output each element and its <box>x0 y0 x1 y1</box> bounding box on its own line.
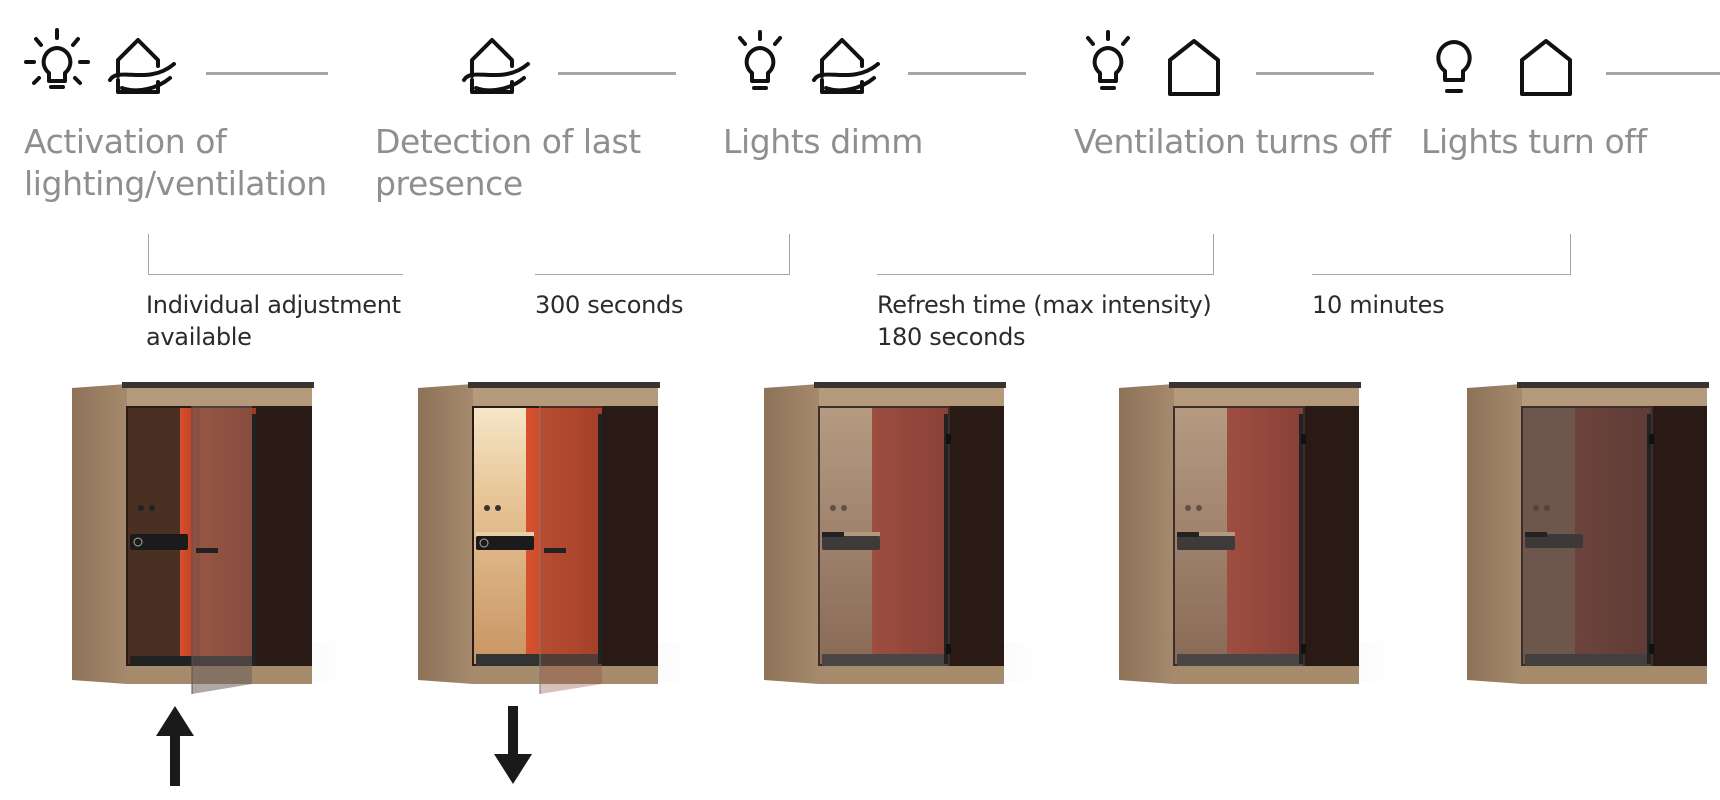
stage-title-line: presence <box>375 164 523 203</box>
interval-note-line: 180 seconds <box>877 323 1026 351</box>
interval-note-line: Refresh time (max intensity) <box>877 291 1212 319</box>
stage-title: Activation of lighting/ventilation <box>24 121 344 205</box>
house-ventilation-icon <box>462 36 534 98</box>
light-off-icon <box>1432 38 1476 98</box>
house-ventilation-icon <box>812 36 884 98</box>
interval-note-line: 300 seconds <box>535 291 684 319</box>
interval-bracket <box>877 234 1214 275</box>
stage-title-line: Lights turn off <box>1421 122 1647 161</box>
timeline-connector <box>1606 72 1720 75</box>
stage-title-line: lighting/ventilation <box>24 164 327 203</box>
interval-bracket <box>148 234 403 275</box>
stage-title: Detection of last presence <box>375 121 695 205</box>
interval-bracket <box>1312 234 1571 275</box>
interval-note-line: available <box>146 323 252 351</box>
interval-note: 300 seconds <box>535 289 895 321</box>
stage-title: Lights turn off <box>1421 121 1711 163</box>
stage-title: Ventilation turns off <box>1074 121 1434 163</box>
house-ventilation-icon <box>108 36 180 98</box>
interval-note-line: Individual adjustment <box>146 291 401 319</box>
light-dim-icon <box>1082 30 1134 98</box>
timeline-connector <box>1256 72 1374 75</box>
stage-title-line: Lights dimm <box>723 122 924 161</box>
phone-booth-closed-off <box>1467 382 1720 696</box>
stage-title-line: Ventilation turns off <box>1074 122 1391 161</box>
light-dim-icon <box>734 30 786 98</box>
interval-note: Individual adjustment available <box>146 289 506 353</box>
stage-title: Lights dimm <box>723 121 1043 163</box>
timeline-connector <box>908 72 1026 75</box>
phone-booth-open-lit <box>72 382 372 696</box>
light-on-icon <box>22 28 92 98</box>
interval-note: 10 minutes <box>1312 289 1672 321</box>
phone-booth-open-lit <box>418 382 718 696</box>
timeline-connector <box>206 72 328 75</box>
phone-booth-closed-dimmed <box>1119 382 1419 696</box>
phone-booth-closed-dimmed <box>764 382 1064 696</box>
house-icon <box>1166 38 1222 98</box>
stage-title-line: Activation of <box>24 122 227 161</box>
house-icon <box>1518 38 1574 98</box>
interval-note-line: 10 minutes <box>1312 291 1445 319</box>
interval-note: Refresh time (max intensity) 180 seconds <box>877 289 1277 353</box>
timeline-connector <box>558 72 676 75</box>
arrow-up-icon <box>156 706 194 791</box>
arrow-down-icon <box>494 706 532 791</box>
interval-bracket <box>535 234 790 275</box>
stage-title-line: Detection of last <box>375 122 641 161</box>
